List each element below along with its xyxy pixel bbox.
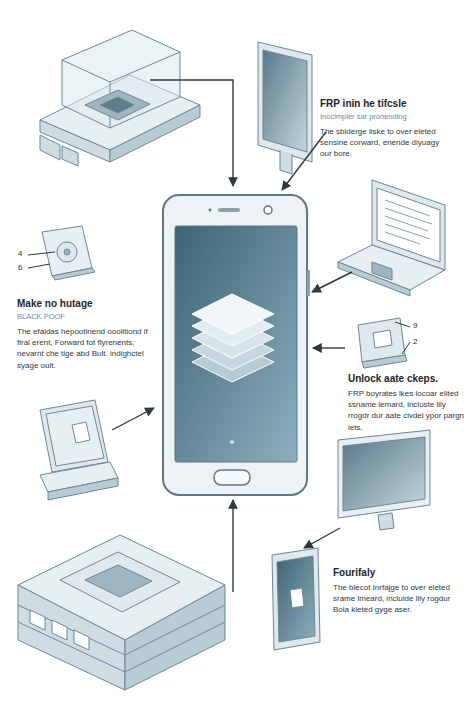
stacked-device-part [18,605,225,672]
block-text: The sbiderge liske to over eleted sensin… [320,126,448,160]
card-device-part [395,322,410,354]
card-device-part [373,330,392,348]
small-phone-part [290,588,304,608]
smartphone [163,195,310,495]
small-device-part [28,252,55,268]
arrows-part [232,500,233,592]
stacked-device [18,535,225,690]
laptop-part [338,262,410,296]
monitor-part [263,50,307,152]
folder-device-part [48,478,118,500]
smartphone-part [214,470,250,485]
small-phone-part [272,548,320,650]
block-heading: FRP inin he tifcsle [320,98,460,110]
block-text: The efaidas hepootinend ooolitiond if fi… [17,326,149,371]
stacked-device-part [30,610,89,650]
monitor-part [338,430,430,518]
monitor-part [343,437,425,511]
small-device-part [64,249,70,255]
device-cover-part [62,30,180,128]
smartphone-part [163,195,307,495]
stacked-device-part [85,565,152,597]
small-device [28,226,95,280]
arrows-part [313,347,345,348]
small-phone [272,548,320,650]
monitor-part [378,513,394,530]
smartphone-part [264,206,272,214]
device-cover-part [85,90,150,120]
smartphone-part [230,440,234,444]
block-heading: Make no hutage [17,298,157,310]
callout-number: 6 [18,264,22,272]
block-text: The blecot Inrfajge to over eleted srame… [333,582,461,616]
smartphone-part [209,209,212,212]
smartphone-part [218,208,240,212]
layer-stack-part [192,294,274,334]
smartphone-part [307,270,310,296]
stacked-device-part [60,552,180,612]
card-device-part [358,318,405,362]
callout-number: 9 [413,322,417,330]
block-subtitle: BLACK POOF [17,312,157,321]
card-device [358,318,410,368]
device-cover-part [62,52,180,82]
small-phone-part [277,556,315,642]
monitor-part [280,150,292,174]
laptop [338,180,445,296]
small-device-part [57,242,77,262]
device-cover [40,30,200,166]
block-heading: Unlock aate ckeps. [348,373,468,385]
arrows-part [312,272,352,292]
card-device-part [362,355,407,368]
device-cover-part [40,135,60,160]
layer-stack [192,294,274,382]
monitor [338,430,430,530]
block-text: FRP boyrates lkes locoar elited ssname l… [348,388,466,433]
arrows-part [282,132,326,190]
folder-device [40,400,118,500]
device-cover-part [100,97,134,113]
folder-device-part [46,406,104,466]
callout-number: 2 [413,338,417,346]
block-subtitle: Inocimpler sar pronending [320,112,460,121]
monitor-part [258,42,312,162]
folder-device-part [40,400,108,472]
arrows-part [304,528,340,548]
device-cover-part [62,146,78,166]
arrows-part [112,408,154,430]
arrows [112,80,352,592]
laptop-part [385,200,432,244]
small-device-part [42,226,92,276]
small-device-part [52,268,95,280]
folder-device-part [72,422,90,443]
smartphone-part [175,226,297,462]
block-heading: Fourifaly [333,567,463,579]
arrows-part [150,80,233,186]
monitor [258,42,312,174]
callout-number: 4 [18,250,22,258]
laptop-part [372,262,392,280]
